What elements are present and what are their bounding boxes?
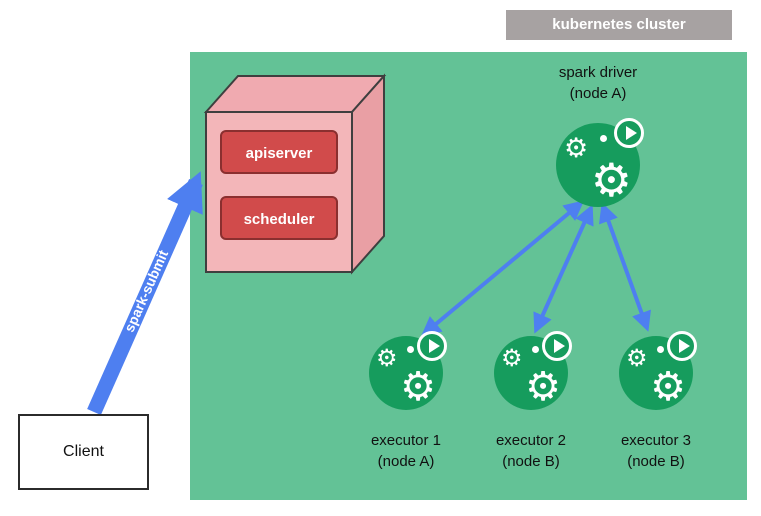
arrow-driver-executor-1 [420, 200, 585, 337]
driver-executor-arrows [420, 200, 651, 337]
spark-driver-label: spark driver (node A) [538, 62, 658, 104]
play-icon [667, 331, 697, 361]
executor-1-icon: ⚙ ⚙ [369, 331, 447, 410]
executor-3-icon: ⚙ ⚙ [619, 331, 697, 410]
play-icon [542, 331, 572, 361]
spark-driver-title: spark driver [558, 64, 638, 81]
gear-icon: ⚙ [376, 344, 398, 372]
executor-1-title: executor 1 [370, 432, 442, 449]
gear-icon: ⚙ [501, 344, 523, 372]
executor-2-node: (node B) [502, 453, 560, 470]
apiserver-box: apiserver [220, 130, 338, 174]
executor-1-label: executor 1 (node A) [346, 430, 466, 472]
executor-2-icon: ⚙ ⚙ [494, 331, 572, 410]
scheduler-box: scheduler [220, 196, 338, 240]
gear-icon: ⚙ [525, 364, 561, 410]
arrow-driver-executor-3 [599, 202, 651, 332]
executor-3-label: executor 3 (node B) [596, 430, 716, 472]
executor-1-node: (node A) [377, 453, 435, 470]
client-box: Client [18, 414, 149, 490]
executor-2-label: executor 2 (node B) [471, 430, 591, 472]
gear-icon: ⚙ [650, 364, 686, 410]
play-icon [614, 118, 644, 148]
executor-3-node: (node B) [627, 453, 685, 470]
gear-icon: ⚙ [590, 153, 632, 207]
gear-icon: ⚙ [626, 344, 648, 372]
dot-icon [600, 135, 607, 142]
executor-2-title: executor 2 [495, 432, 567, 449]
play-icon [417, 331, 447, 361]
dot-icon [657, 346, 664, 353]
dot-icon [532, 346, 539, 353]
cluster-label: kubernetes cluster [506, 10, 732, 40]
arrow-driver-executor-2 [533, 204, 594, 334]
executor-3-title: executor 3 [620, 432, 692, 449]
spark-submit-arrow [87, 171, 203, 416]
spark-driver-node: (node A) [569, 85, 627, 102]
dot-icon [407, 346, 414, 353]
gear-icon: ⚙ [564, 133, 589, 164]
spark-driver-icon: ⚙ ⚙ [556, 118, 644, 207]
gear-icon: ⚙ [400, 364, 436, 410]
